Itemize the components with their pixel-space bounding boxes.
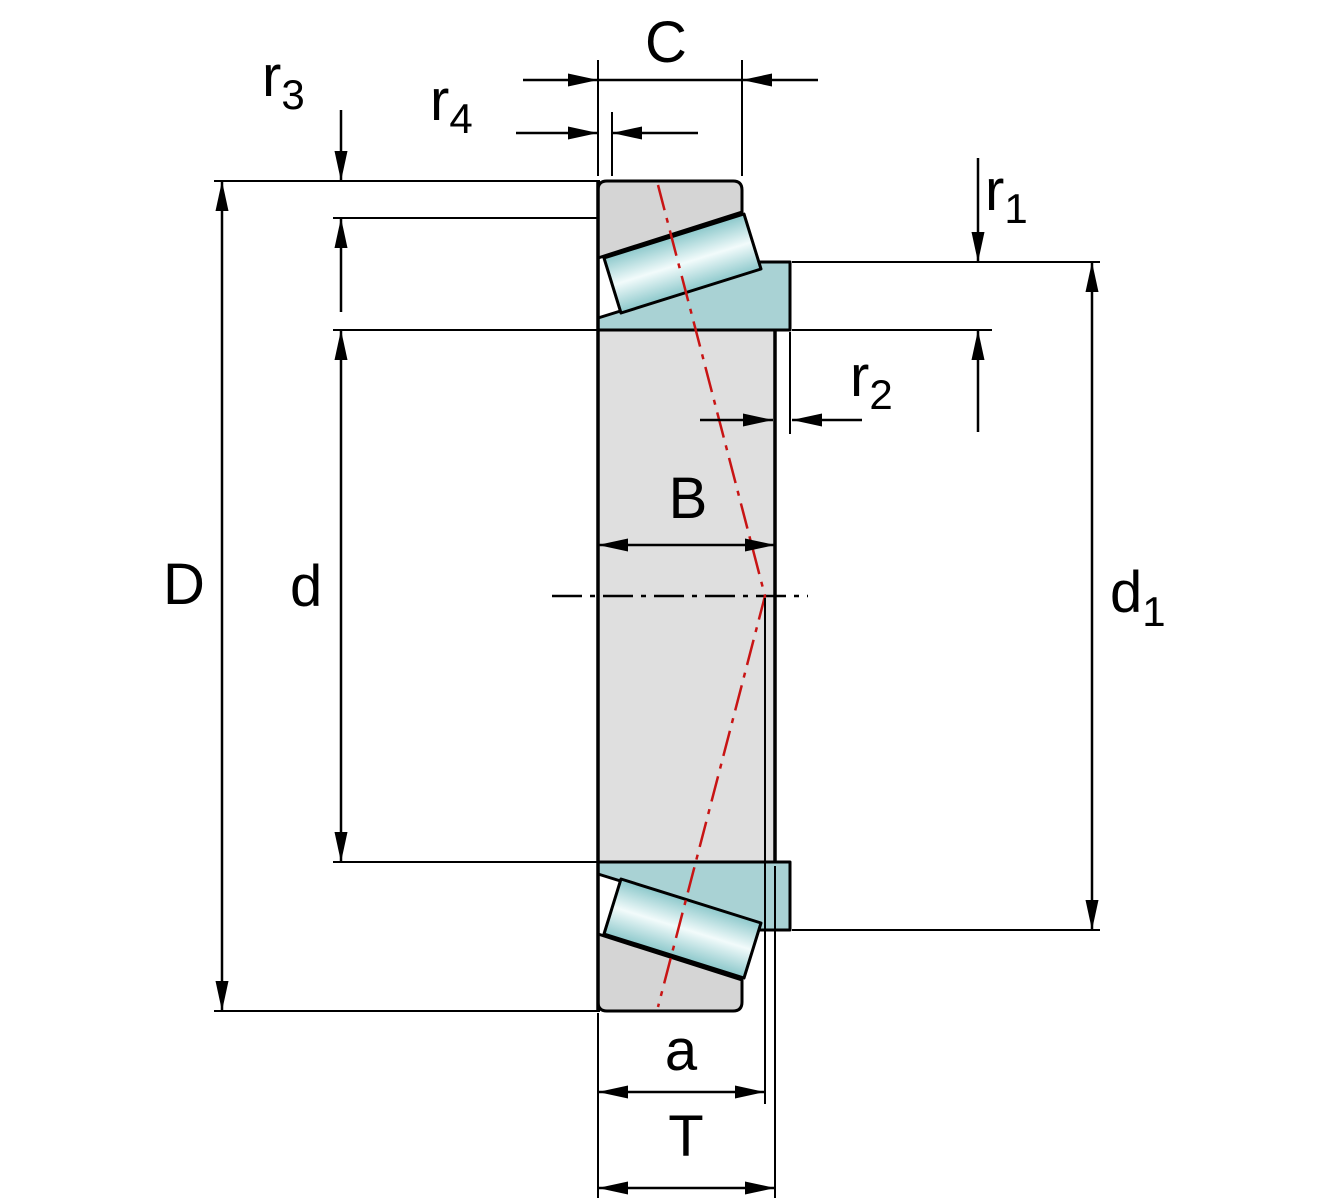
label-r3: r3 [262,44,305,118]
arrowhead [1085,262,1099,292]
arrowhead [334,330,348,360]
arrowhead [745,1181,775,1195]
arrowhead [598,1085,628,1099]
arrowhead [745,538,775,552]
dim-a: a [598,1018,765,1099]
arrowhead [334,218,348,248]
label-d: d [290,554,322,619]
arrowhead [971,232,985,262]
dim-d1: d1 [1085,262,1166,930]
arrowhead [568,73,598,87]
label-r2: r2 [850,344,893,418]
arrowhead [971,330,985,360]
dim-r2: r2 [700,344,893,427]
arrowhead [612,126,642,140]
dim-d: d [290,330,348,862]
arrowhead [334,832,348,862]
label-a: a [665,1018,698,1083]
dim-r3: r3 [262,44,348,312]
label-C: C [645,10,687,75]
arrowhead [735,1085,765,1099]
arrowhead [743,413,773,427]
dim-r1: r1 [971,158,1028,432]
arrowhead [215,181,229,211]
arrowhead [568,126,598,140]
dim-D: D [163,181,229,1011]
roller-bottom [602,877,763,980]
arrowhead [598,538,628,552]
pressure-line [656,184,767,1008]
arrowhead [1085,900,1099,930]
label-r1: r1 [985,158,1028,232]
label-D: D [163,552,205,617]
dim-r4: r4 [430,68,698,142]
label-d1: d1 [1110,560,1166,635]
label-r4: r4 [430,68,473,142]
label-T: T [668,1104,703,1169]
arrowhead [598,1181,628,1195]
roller-top [602,212,763,315]
extension-lines [214,60,1100,1198]
dim-C: C [523,10,818,87]
arrowhead [792,413,822,427]
label-B: B [669,466,708,531]
dim-B: B [598,466,775,552]
arrowhead [742,73,772,87]
arrowhead [334,151,348,181]
arrowhead [215,981,229,1011]
dim-T: T [598,1104,775,1195]
